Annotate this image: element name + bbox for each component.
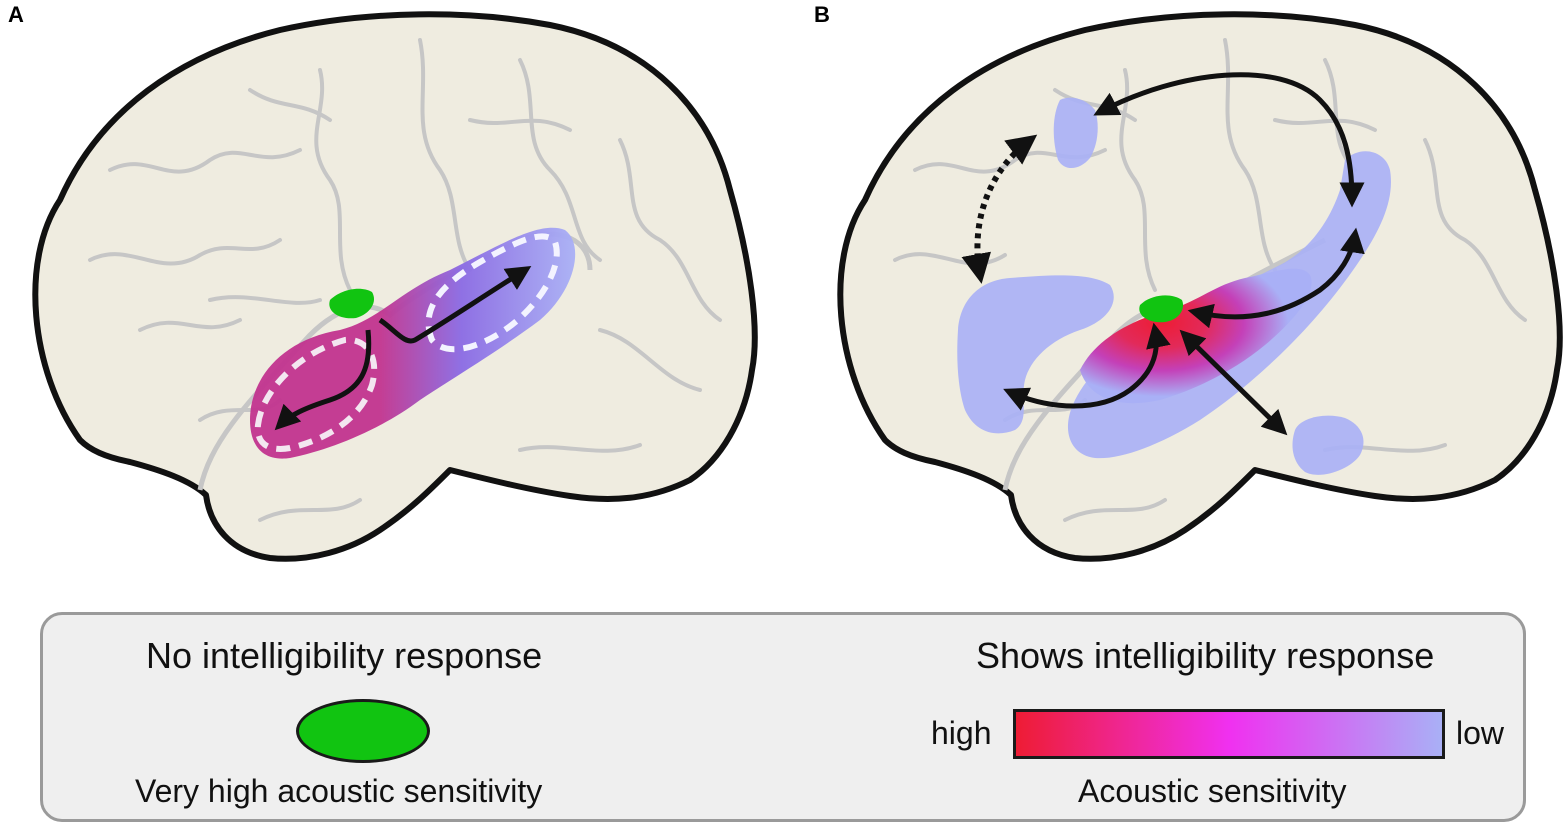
superior-frontal-blue-region: [1053, 97, 1098, 169]
panel-a-brain: [35, 14, 754, 558]
arrow-icon: [378, 265, 532, 344]
green-region-a: [329, 288, 375, 319]
arrow-icon: [274, 329, 372, 431]
inferior-temporal-blue-region: [1292, 415, 1364, 475]
brain-diagrams: [0, 0, 1568, 600]
anterior-dashed-outline: [254, 336, 378, 452]
green-region-b: [1139, 295, 1184, 323]
sensitivity-gradient-bar: [1013, 709, 1445, 759]
dotted-arrow-icon: [961, 134, 1038, 284]
green-oval-icon: [296, 699, 430, 763]
legend-right-heading: Shows intelligibility response: [976, 635, 1435, 676]
panel-label-b: B: [814, 2, 830, 27]
legend-right-caption: Acoustic sensitivity: [1078, 773, 1347, 809]
panel-b-brain: [840, 14, 1559, 558]
sulci-lines: [88, 38, 722, 522]
arrow-icon: [1003, 322, 1171, 411]
legend-high-label: high: [931, 715, 992, 751]
legend-low-label: low: [1456, 715, 1505, 751]
posterior-dashed-outline: [425, 233, 560, 353]
arrow-icon: [1093, 72, 1365, 208]
legend-left-heading: No intelligibility response: [146, 635, 543, 676]
panel-label-a: A: [8, 2, 24, 27]
legend-box: No intelligibility response Very high ac…: [40, 612, 1526, 822]
arrow-icon: [1179, 329, 1288, 436]
arrow-icon: [1187, 227, 1365, 329]
legend-left-caption: Very high acoustic sensitivity: [135, 773, 543, 809]
